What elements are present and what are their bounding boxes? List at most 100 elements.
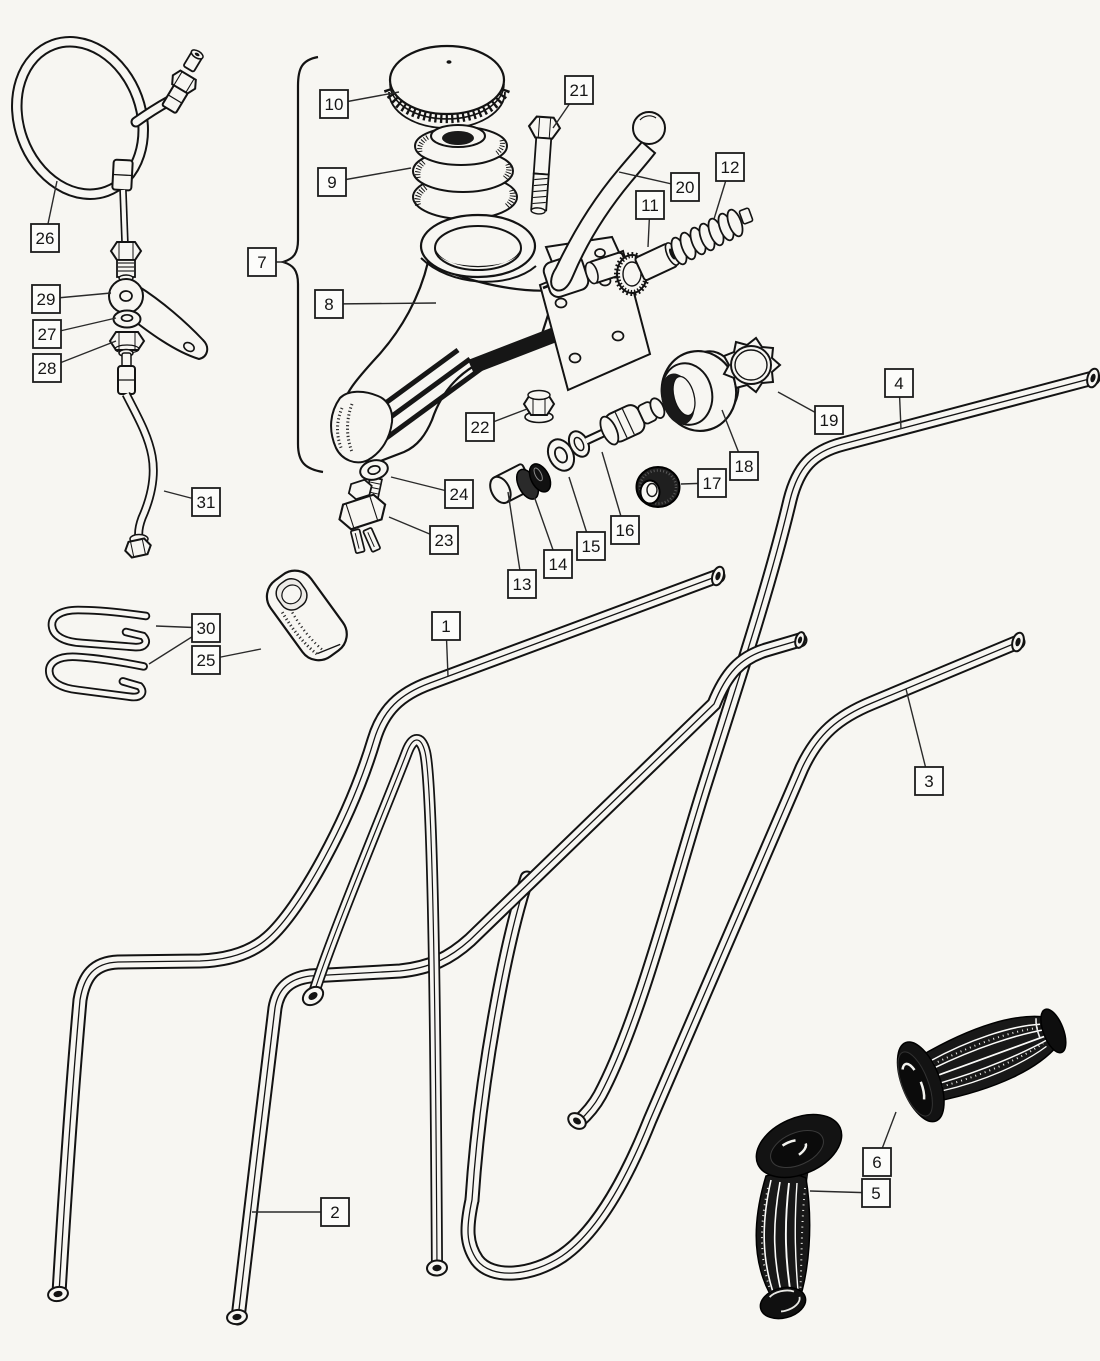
callout-28: 28 [32, 340, 117, 383]
callout-box [319, 89, 349, 119]
callout-20: 20 [618, 171, 700, 202]
dust-boot [330, 390, 394, 464]
callout-box [861, 1178, 891, 1208]
callout-29: 29 [31, 284, 112, 314]
callout-box [191, 487, 221, 517]
callout-number: 17 [703, 474, 722, 493]
reservoir-mouth [419, 213, 537, 283]
callout-number: 28 [38, 359, 57, 378]
tube-end-icon [47, 1285, 69, 1303]
callout-box [576, 531, 606, 561]
callout-box [444, 479, 474, 509]
callout-8: 8 [314, 289, 437, 319]
callout-11: 11 [635, 190, 665, 248]
callout-4: 4 [884, 368, 914, 430]
callout-number: 31 [197, 493, 216, 512]
tube-end-icon [1086, 367, 1100, 389]
tube-end-icon [567, 1112, 587, 1130]
callout-24: 24 [390, 476, 474, 509]
callout-number: 11 [641, 196, 659, 215]
callout-23: 23 [388, 516, 459, 555]
callout-number: 26 [36, 229, 55, 248]
callout-box [31, 284, 61, 314]
hose-loop [11, 36, 149, 200]
brake-light-switch-23 [338, 478, 387, 554]
callout-box [884, 368, 914, 398]
washer-15 [546, 438, 576, 472]
tube-end-icon [711, 565, 725, 587]
tube-end-icon [1011, 631, 1025, 653]
callout-box [191, 613, 221, 643]
callout-27: 27 [32, 317, 117, 349]
callout-layer: 1234567891011121314151617181920212223242… [30, 75, 944, 1227]
callout-box [32, 319, 62, 349]
brake-lever-20 [550, 111, 666, 292]
callout-16: 16 [601, 451, 640, 545]
callout-box [610, 515, 640, 545]
callout-number: 7 [257, 253, 266, 272]
callout-number: 6 [872, 1153, 881, 1172]
callout-box [30, 223, 60, 253]
pivot-bolt-21 [527, 115, 562, 215]
grip-end-cap [1040, 1008, 1067, 1054]
hose-ferrule [111, 158, 134, 192]
rubber-grommet-25 [265, 569, 348, 662]
handlebar-3 [460, 631, 1026, 1281]
leader-line [328, 302, 437, 305]
callout-number: 24 [450, 485, 469, 504]
callout-number: 4 [894, 374, 903, 393]
callout-box [729, 451, 759, 481]
callout-number: 1 [441, 617, 450, 636]
callout-number: 30 [197, 619, 216, 638]
callout-number: 14 [549, 555, 568, 574]
bushing-17 [635, 466, 681, 508]
callout-number: 9 [327, 173, 336, 192]
boot-cup-18 [660, 350, 740, 432]
callout-number: 29 [37, 290, 56, 309]
callout-box [697, 468, 727, 498]
callout-19: 19 [777, 391, 844, 435]
callout-box [191, 645, 221, 675]
callout-7: 7 [247, 247, 285, 277]
callout-30: 30 [148, 613, 221, 665]
handlebar-clip-a [47, 605, 151, 652]
callout-26: 26 [30, 180, 60, 253]
callout-12: 12 [713, 152, 745, 220]
callout-number: 16 [616, 521, 635, 540]
callout-box [543, 549, 573, 579]
outlet-nut-22 [522, 389, 556, 424]
banjo-bolt-hex [171, 69, 197, 95]
callout-10: 10 [319, 89, 400, 119]
callout-box [564, 75, 594, 105]
callout-number: 25 [197, 651, 216, 670]
handlebar-1 [47, 565, 726, 1303]
callout-box [715, 152, 745, 182]
spacer-collar [567, 430, 591, 458]
callout-number: 3 [924, 772, 933, 791]
callout-box [635, 190, 665, 220]
callout-box [247, 247, 277, 277]
nut-28 [108, 331, 146, 354]
callout-number: 21 [570, 81, 589, 100]
handlebar-4 [567, 367, 1100, 1130]
callout-22: 22 [465, 408, 528, 442]
callout-9: 9 [317, 167, 412, 197]
callout-box [465, 412, 495, 442]
callout-box [507, 569, 537, 599]
callout-number: 15 [582, 537, 601, 556]
tube-end-icon [794, 631, 806, 649]
threaded-stub [116, 259, 136, 282]
leader-line [905, 688, 930, 782]
bleed-nipple [183, 49, 204, 73]
handlebar-clip-b [45, 652, 148, 702]
callout-box [431, 611, 461, 641]
valve-spool-16 [599, 397, 666, 446]
callout-number: 27 [38, 325, 57, 344]
tube-end-icon [426, 1259, 448, 1277]
callout-18: 18 [721, 409, 759, 481]
callout-number: 20 [676, 178, 695, 197]
callout-number: 13 [513, 575, 532, 594]
callout-number: 19 [820, 411, 839, 430]
callout-21: 21 [552, 75, 594, 129]
